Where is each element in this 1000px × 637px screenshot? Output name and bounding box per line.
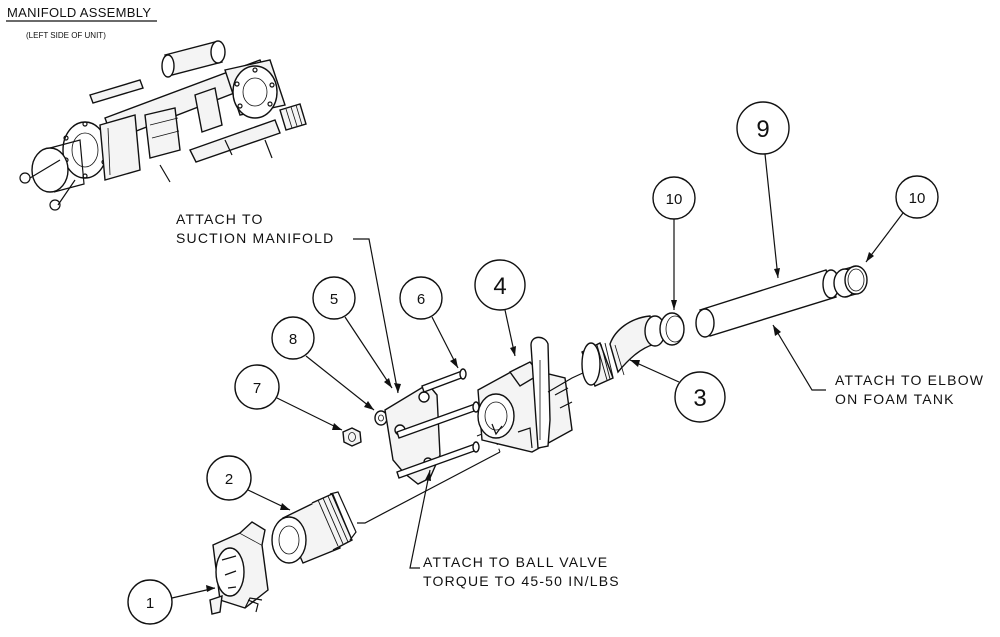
- leader-callout-5: [344, 316, 393, 389]
- callout-3-label: 3: [693, 385, 706, 412]
- diagram-title: MANIFOLD ASSEMBLY: [7, 5, 151, 20]
- note-elbow-line1: ATTACH TO ELBOW: [835, 372, 984, 388]
- leader-callout-8: [305, 355, 375, 411]
- callout-10a-label: 10: [666, 191, 683, 208]
- part-2-threaded-adapter: [271, 491, 357, 564]
- arrowhead-callout-10a: [671, 300, 677, 310]
- callout-5-label: 5: [330, 291, 338, 308]
- part-9-hose: [695, 269, 840, 338]
- callout-10b-label: 10: [909, 190, 926, 207]
- part-10-clamp-left: [659, 312, 685, 346]
- leader-ball-valve: [409, 469, 431, 569]
- callout-1-circle: [127, 579, 173, 625]
- callout-9-circle: [736, 101, 790, 155]
- arrowhead-elbow-note: [773, 325, 781, 336]
- arrowhead-ball-valve: [425, 470, 431, 481]
- arrowhead-callout-2: [280, 503, 290, 510]
- note-ball-valve-line2: TORQUE TO 45-50 IN/LBS: [423, 573, 620, 589]
- leader-callout-7: [276, 397, 343, 431]
- callout-10b-circle: [895, 175, 939, 219]
- arrowhead-callout-9: [774, 268, 780, 278]
- assembly-centerline-2-4: [357, 451, 501, 524]
- diagram-subtitle: (LEFT SIDE OF UNIT): [26, 31, 106, 40]
- callout-8-circle: [271, 316, 315, 360]
- part-3-elbow: [581, 315, 666, 387]
- callout-1-label: 1: [146, 595, 154, 612]
- arrowhead-callout-7: [332, 423, 342, 430]
- note-suction-line2: SUCTION MANIFOLD: [176, 230, 334, 246]
- note-ball-valve-line1: ATTACH TO BALL VALVE: [423, 554, 608, 570]
- callout-6-circle: [399, 276, 443, 320]
- callout-4-circle: [474, 259, 526, 311]
- arrowhead-callout-4: [510, 346, 516, 356]
- assembly-centerline-4-3: [547, 371, 586, 393]
- callout-6-label: 6: [417, 291, 425, 308]
- callout-9-label: 9: [756, 116, 769, 143]
- callout-5-circle: [312, 276, 356, 320]
- part-1-camlock-coupler: [209, 521, 269, 615]
- callout-7-circle: [234, 364, 280, 410]
- leader-elbow-note: [772, 324, 826, 391]
- arrowhead-callout-3: [630, 360, 640, 367]
- note-elbow-line2: ON FOAM TANK: [835, 391, 955, 407]
- arrowhead-callout-10b: [866, 252, 874, 262]
- leader-callout-10b: [865, 212, 904, 263]
- arrowhead-callout-6: [450, 358, 458, 368]
- part-4-ball-valve: [477, 336, 573, 453]
- manifold-assembly-thumbnail: [19, 40, 307, 211]
- leader-suction: [353, 238, 399, 394]
- callout-8-label: 8: [289, 331, 297, 348]
- callout-2-circle: [206, 455, 252, 501]
- arrowhead-callout-5: [384, 378, 392, 388]
- part-7-nut: [342, 427, 362, 447]
- arrowhead-callout-8: [364, 401, 374, 410]
- callout-4-label: 4: [493, 273, 506, 300]
- callout-3-circle: [674, 371, 726, 423]
- part-10-clamp-right: [833, 265, 868, 298]
- arrowhead-callout-1: [206, 585, 215, 592]
- arrowhead-suction: [394, 383, 401, 393]
- part-6-bolts: [396, 368, 480, 479]
- note-suction-line1: ATTACH TO: [176, 211, 264, 227]
- callout-2-label: 2: [225, 471, 233, 488]
- leader-callout-9: [764, 153, 779, 279]
- callout-7-label: 7: [253, 380, 261, 397]
